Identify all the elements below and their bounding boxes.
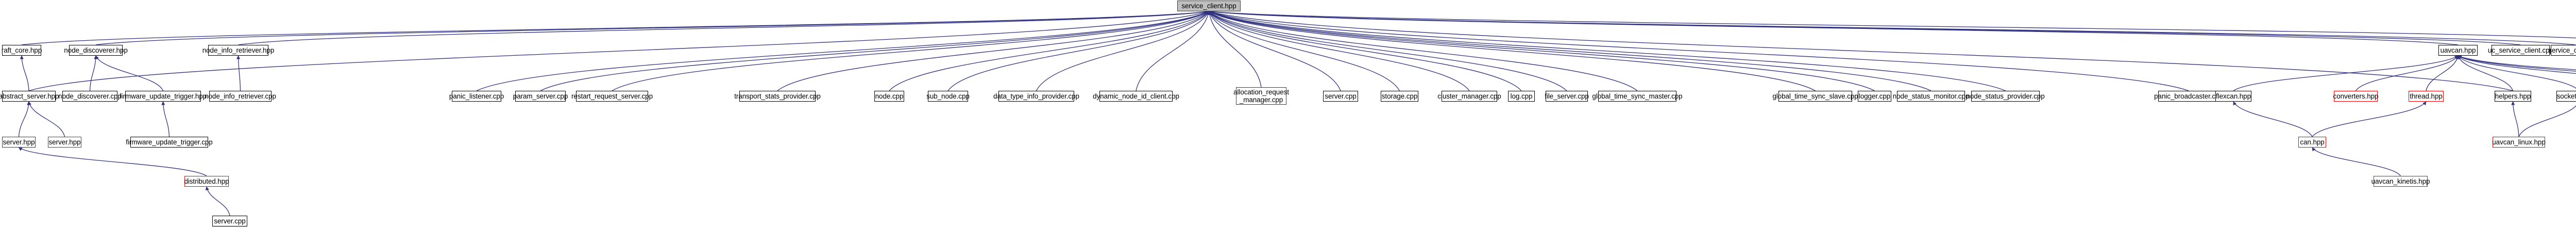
graph-edge [1208, 10, 2513, 91]
graph-edge [27, 101, 65, 137]
graph-node-global-time-sync-master-cpp[interactable]: global_time_sync_master.cpp [1592, 91, 1683, 102]
graph-node-node-discoverer-cpp[interactable]: node_discoverer.cpp [58, 91, 122, 102]
graph-edge [18, 101, 31, 137]
graph-edge [2518, 101, 2576, 137]
graph-edge [1208, 11, 1567, 91]
graph-node-distributed-hpp[interactable]: distributed.hpp [184, 176, 229, 187]
graph-edge [777, 11, 1210, 91]
graph-edge [95, 10, 1210, 45]
graph-node-sub-node-cpp[interactable]: sub_node.cpp [926, 91, 970, 102]
graph-node-abstract-server-hpp[interactable]: abstract_server.hpp [0, 91, 59, 102]
graph-node-panic-broadcaster-cpp[interactable]: panic_broadcaster.cpp [2154, 91, 2223, 102]
graph-node-uc-service-client-cpp[interactable]: uc_service_client.cpp [2488, 45, 2553, 56]
graph-edge [161, 101, 170, 137]
graph-node-can-hpp[interactable]: can.hpp [2298, 137, 2326, 148]
graph-node-node-status-monitor-cpp[interactable]: node_status_monitor.cpp [1893, 91, 1969, 102]
graph-node-storage-cpp[interactable]: storage.cpp [1381, 91, 1418, 102]
graph-edge [205, 186, 230, 216]
graph-edge [2458, 55, 2576, 89]
graph-edge [2233, 101, 2313, 137]
graph-edge [20, 55, 29, 91]
graph-node-log-cpp[interactable]: log.cpp [1508, 91, 1535, 102]
graph-node-node-cpp[interactable]: node.cpp [874, 91, 904, 102]
graph-edge [2312, 101, 2427, 137]
graph-node-node-status-provider-cpp[interactable]: node_status_provider.cpp [1966, 91, 2045, 102]
graph-edge [1208, 11, 1470, 91]
graph-edge [2511, 101, 2519, 137]
graph-node-uavcan-kinetis-hpp[interactable]: uavcan_kinetis.hpp [2371, 176, 2430, 187]
graph-node-logger-cpp[interactable]: logger.cpp [1858, 91, 1891, 102]
graph-node-server-hpp[interactable]: server.hpp [48, 137, 81, 148]
graph-node-cluster-manager-cpp[interactable]: cluster_manager.cpp [1437, 91, 1501, 102]
graph-edge [889, 11, 1209, 91]
graph-node-helpers-hpp[interactable]: helpers.hpp [2495, 91, 2531, 102]
graph-edge [1208, 10, 2521, 45]
graph-edge [236, 55, 241, 91]
graph-node-service-client-cpp[interactable]: service_client.cpp [2548, 45, 2576, 56]
graph-node-service-client-hpp[interactable]: service_client.hpp [1177, 1, 1241, 11]
graph-edge [89, 55, 98, 91]
graph-edge [1208, 11, 2006, 91]
graph-node-param-server-cpp[interactable]: param_server.cpp [513, 91, 568, 102]
graph-edge [2458, 55, 2576, 74]
graph-edge [95, 55, 164, 91]
graph-edge [2457, 55, 2514, 91]
graph-edge [1208, 11, 1875, 91]
graph-node-server-hpp[interactable]: server.hpp [2, 137, 36, 148]
graph-edge [1207, 11, 1262, 88]
graph-node-flexcan-hpp[interactable]: flexcan.hpp [2215, 91, 2251, 102]
graph-edge [540, 11, 1210, 91]
graph-node-dynamic-node-id-client-cpp[interactable]: dynamic_node_id_client.cpp [1093, 91, 1179, 102]
graph-node-thread-hpp[interactable]: thread.hpp [2409, 91, 2444, 102]
graph-edge [612, 11, 1210, 91]
graph-edge [238, 10, 1210, 45]
graph-edge [1208, 10, 2576, 45]
graph-edge [1208, 11, 1400, 91]
graph-edge [947, 11, 1210, 91]
graph-node-node-discoverer-hpp[interactable]: node_discoverer.hpp [64, 45, 128, 56]
graph-node-transport-stats-provider-cpp[interactable]: transport_stats_provider.cpp [734, 91, 821, 102]
graph-node-data-type-info-provider-cpp[interactable]: data_type_info_provider.cpp [993, 91, 1079, 102]
graph-edge [18, 147, 207, 176]
graph-node-uavcan-linux-hpp[interactable]: uavcan_linux.hpp [2492, 137, 2546, 148]
graph-edge [476, 11, 1210, 91]
graph-edge [1208, 10, 2459, 45]
graph-edge [2458, 55, 2576, 70]
graph-edge [21, 10, 1210, 45]
graph-edge [1208, 10, 2189, 91]
graph-node-server-cpp[interactable]: server.cpp [212, 216, 247, 226]
graph-edge [1036, 11, 1210, 91]
graph-node-uavcan-hpp[interactable]: uavcan.hpp [2438, 45, 2478, 56]
graph-node-node-info-retriever-cpp[interactable]: node_info_retriever.cpp [205, 91, 276, 102]
graph-node-allocation-request-manager-cpp[interactable]: allocation_request _manager.cpp [1233, 87, 1289, 105]
graph-edge [1208, 11, 1816, 91]
graph-node-node-info-retriever-hpp[interactable]: node_info_retriever.hpp [202, 45, 274, 56]
graph-edge [1208, 11, 1931, 91]
graph-node-global-time-sync-slave-cpp[interactable]: global_time_sync_slave.cpp [1772, 91, 1858, 102]
graph-node-socketcan-hpp[interactable]: socketcan.hpp [2556, 91, 2576, 102]
graph-node-firmware-update-trigger-cpp[interactable]: firmware_update_trigger.cpp [126, 137, 213, 148]
graph-node-file-server-cpp[interactable]: file_server.cpp [1545, 91, 1589, 102]
graph-edge [2426, 55, 2460, 91]
graph-node-server-cpp[interactable]: server.cpp [1323, 91, 1358, 102]
graph-node-restart-request-server-cpp[interactable]: restart_request_server.cpp [571, 91, 653, 102]
graph-edge [1136, 11, 1210, 91]
graph-edge [2355, 55, 2459, 91]
graph-node-panic-listener-cpp[interactable]: panic_listener.cpp [449, 91, 504, 102]
graph-edge [2233, 55, 2459, 91]
graph-edge [1208, 11, 1341, 91]
graph-edge [2312, 147, 2401, 176]
graph-edge [1208, 10, 2576, 39]
graph-edge [1208, 11, 1638, 91]
graph-node-raft-core-hpp[interactable]: raft_core.hpp [2, 45, 42, 56]
graph-edge [1209, 11, 1522, 91]
graph-edge [2458, 55, 2576, 72]
graph-node-firmware-update-trigger-hpp[interactable]: firmware_update_trigger.hpp [120, 91, 207, 102]
graph-node-converters-hpp[interactable]: converters.hpp [2333, 91, 2379, 102]
